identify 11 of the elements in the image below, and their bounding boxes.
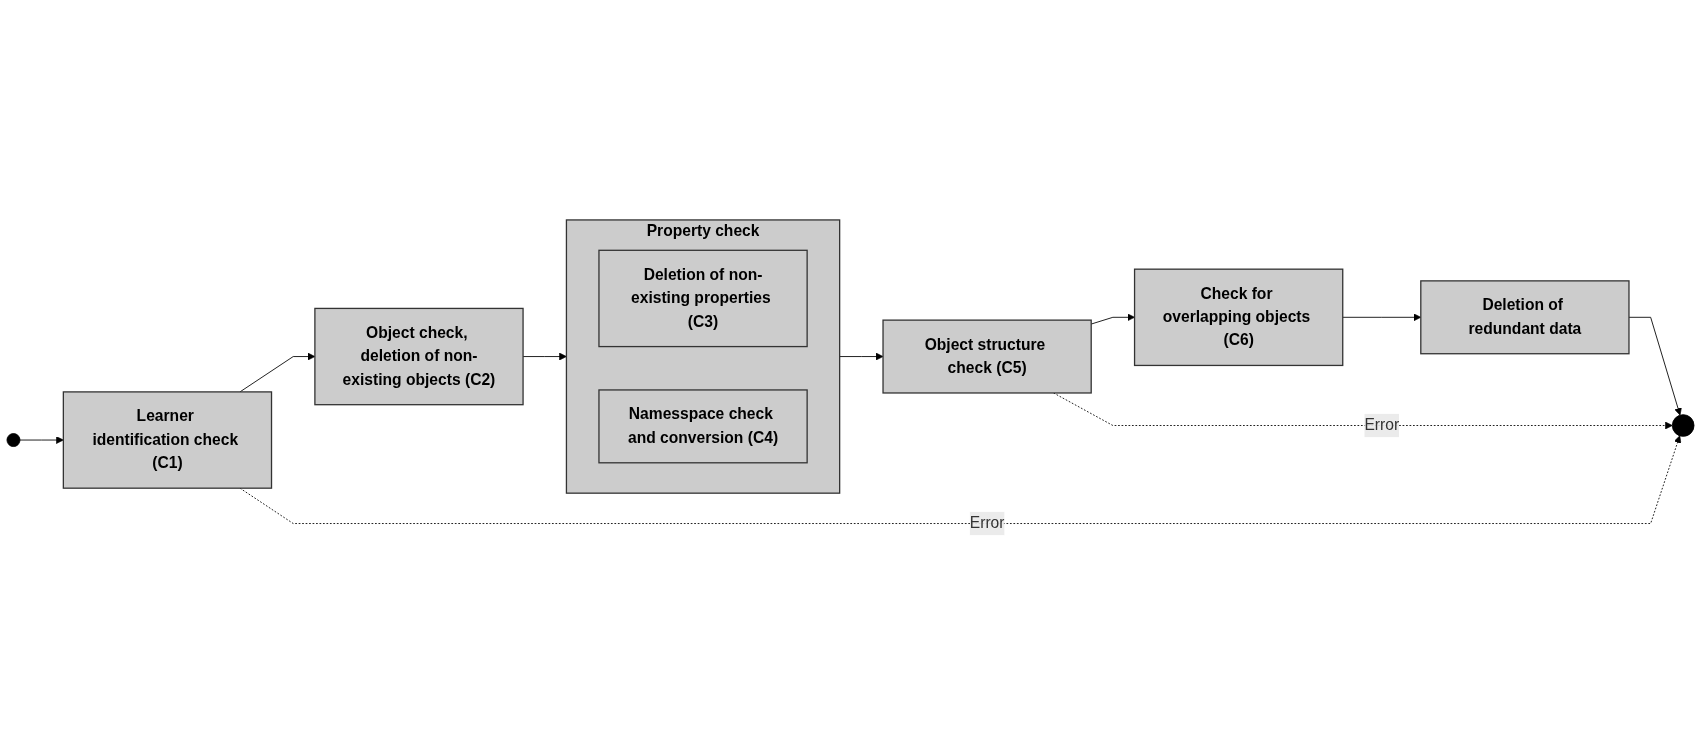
node-box: Namesspace check and conversion (C4) bbox=[598, 389, 808, 464]
node-box: Object structure check (C5) bbox=[882, 319, 1092, 395]
edge-label: Error bbox=[1364, 416, 1400, 435]
node-box: Learner identification check (C1) bbox=[62, 391, 273, 490]
node-circle bbox=[1671, 414, 1695, 438]
node-box: Check for overlapping objects (C6) bbox=[1133, 268, 1344, 367]
node-box: Object check, deletion of non-existing objects (C2) bbox=[314, 308, 524, 406]
edge-label: Error bbox=[969, 514, 1005, 533]
node-circle bbox=[6, 433, 21, 448]
node-box: Deletion of non-existing properties (C3) bbox=[598, 250, 808, 348]
node-box: Deletion of redundant data bbox=[1420, 280, 1630, 355]
